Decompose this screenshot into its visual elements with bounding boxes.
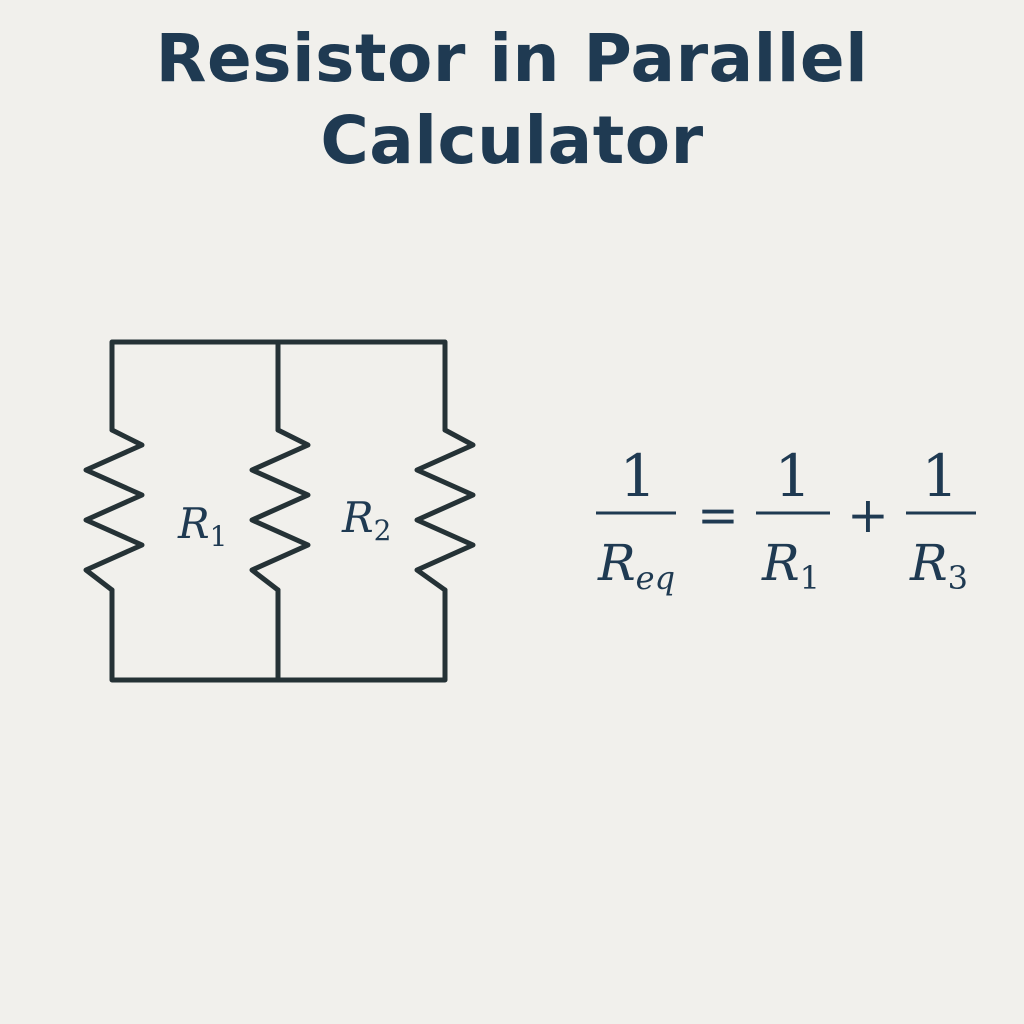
resistor-right-zigzag (414, 427, 476, 593)
r2-symbol: R (341, 493, 374, 542)
parallel-formula: 1 Req = 1 R1 + 1 R3 (596, 442, 976, 597)
title-line-1: Resistor in Parallel (155, 20, 869, 97)
term1-symbol: R (761, 534, 800, 592)
term2-numerator: 1 (922, 442, 959, 510)
plus-sign: + (847, 486, 889, 544)
equals-sign: = (697, 486, 739, 544)
r1-subscript: 1 (210, 520, 228, 553)
resistor-left-zigzag (83, 427, 145, 593)
term2-symbol: R (909, 534, 948, 592)
lhs-subscript: eq (636, 559, 675, 597)
resistor-label-r2: R2 (341, 493, 391, 547)
term2-denominator: R3 (909, 534, 968, 597)
r1-symbol: R (177, 499, 210, 548)
title-line-2: Calculator (320, 102, 704, 179)
term2-subscript: 3 (948, 559, 968, 597)
circuit-diagram: R1 R2 (83, 339, 476, 683)
term1-numerator: 1 (775, 442, 812, 510)
page-title: Resistor in Parallel Calculator (0, 18, 1024, 182)
lhs-denominator: Req (597, 534, 675, 597)
resistor-label-r1: R1 (177, 499, 227, 553)
term1-denominator: R1 (761, 534, 820, 597)
term1-subscript: 1 (800, 559, 820, 597)
lhs-numerator: 1 (620, 442, 657, 510)
resistor-middle-zigzag (249, 427, 311, 593)
r2-subscript: 2 (374, 514, 392, 547)
lhs-symbol: R (597, 534, 636, 592)
